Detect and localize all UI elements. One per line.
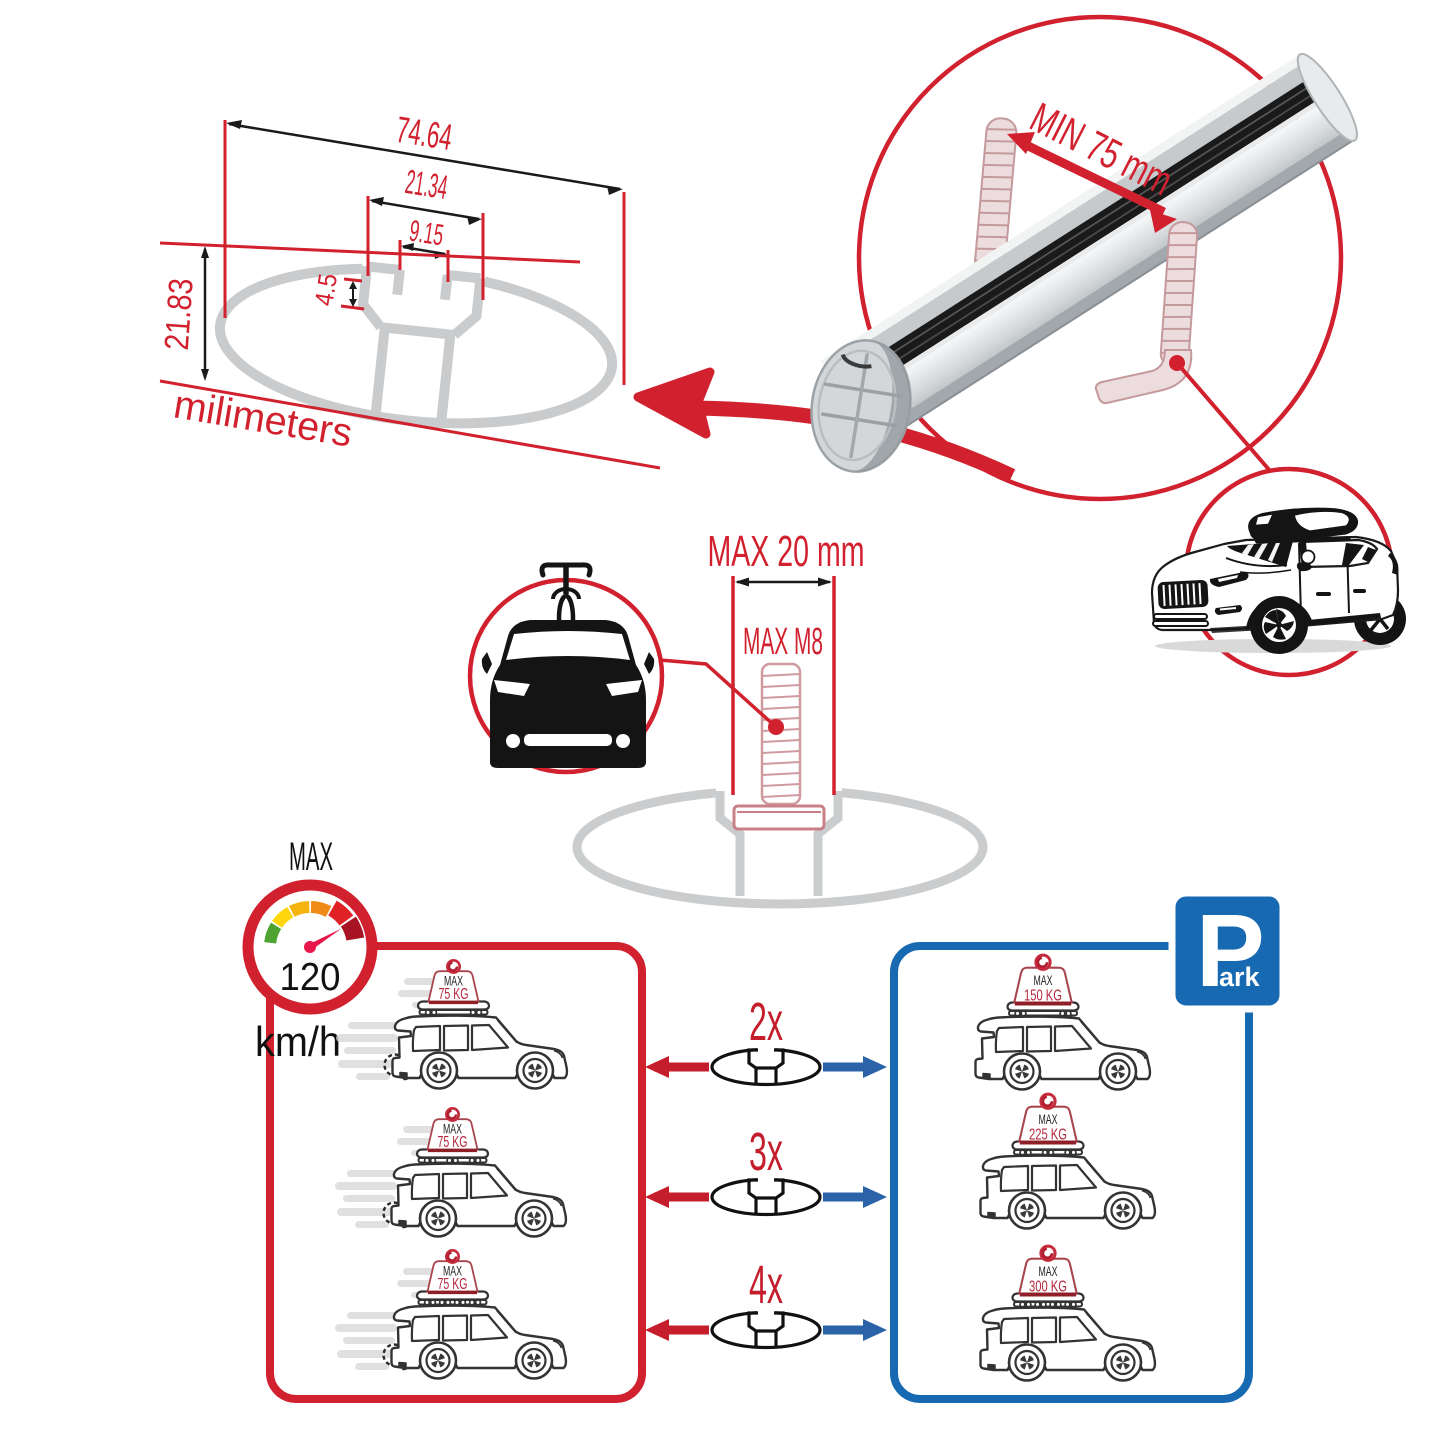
svg-text:MAX: MAX [444, 974, 463, 989]
svg-text:MAX: MAX [443, 1122, 462, 1137]
svg-text:21.34: 21.34 [403, 163, 450, 207]
svg-text:75 KG: 75 KG [439, 986, 469, 1003]
svg-text:4x: 4x [749, 1255, 783, 1315]
svg-text:MAX: MAX [1039, 1264, 1058, 1279]
svg-text:km/h: km/h [255, 1018, 341, 1065]
svg-text:21.83: 21.83 [158, 277, 201, 351]
svg-text:2x: 2x [749, 992, 783, 1052]
svg-text:75 KG: 75 KG [438, 1134, 468, 1151]
svg-text:9.15: 9.15 [407, 215, 446, 253]
svg-text:4.5: 4.5 [308, 271, 343, 307]
svg-text:75 KG: 75 KG [438, 1276, 468, 1293]
svg-text:MAX M8: MAX M8 [743, 621, 823, 663]
svg-text:225 KG: 225 KG [1029, 1127, 1067, 1144]
svg-text:3x: 3x [749, 1122, 783, 1182]
svg-text:MAX: MAX [289, 835, 333, 879]
svg-text:ark: ark [1219, 962, 1261, 992]
svg-text:MAX: MAX [1034, 973, 1053, 988]
svg-text:MAX: MAX [1039, 1112, 1058, 1127]
svg-text:P: P [1196, 893, 1265, 1008]
svg-text:300 KG: 300 KG [1029, 1279, 1067, 1296]
svg-text:MAX 20 mm: MAX 20 mm [708, 527, 865, 576]
svg-text:150 KG: 150 KG [1024, 988, 1062, 1005]
svg-text:120: 120 [280, 956, 341, 999]
svg-text:74.64: 74.64 [393, 109, 455, 158]
svg-text:MAX: MAX [443, 1264, 462, 1279]
